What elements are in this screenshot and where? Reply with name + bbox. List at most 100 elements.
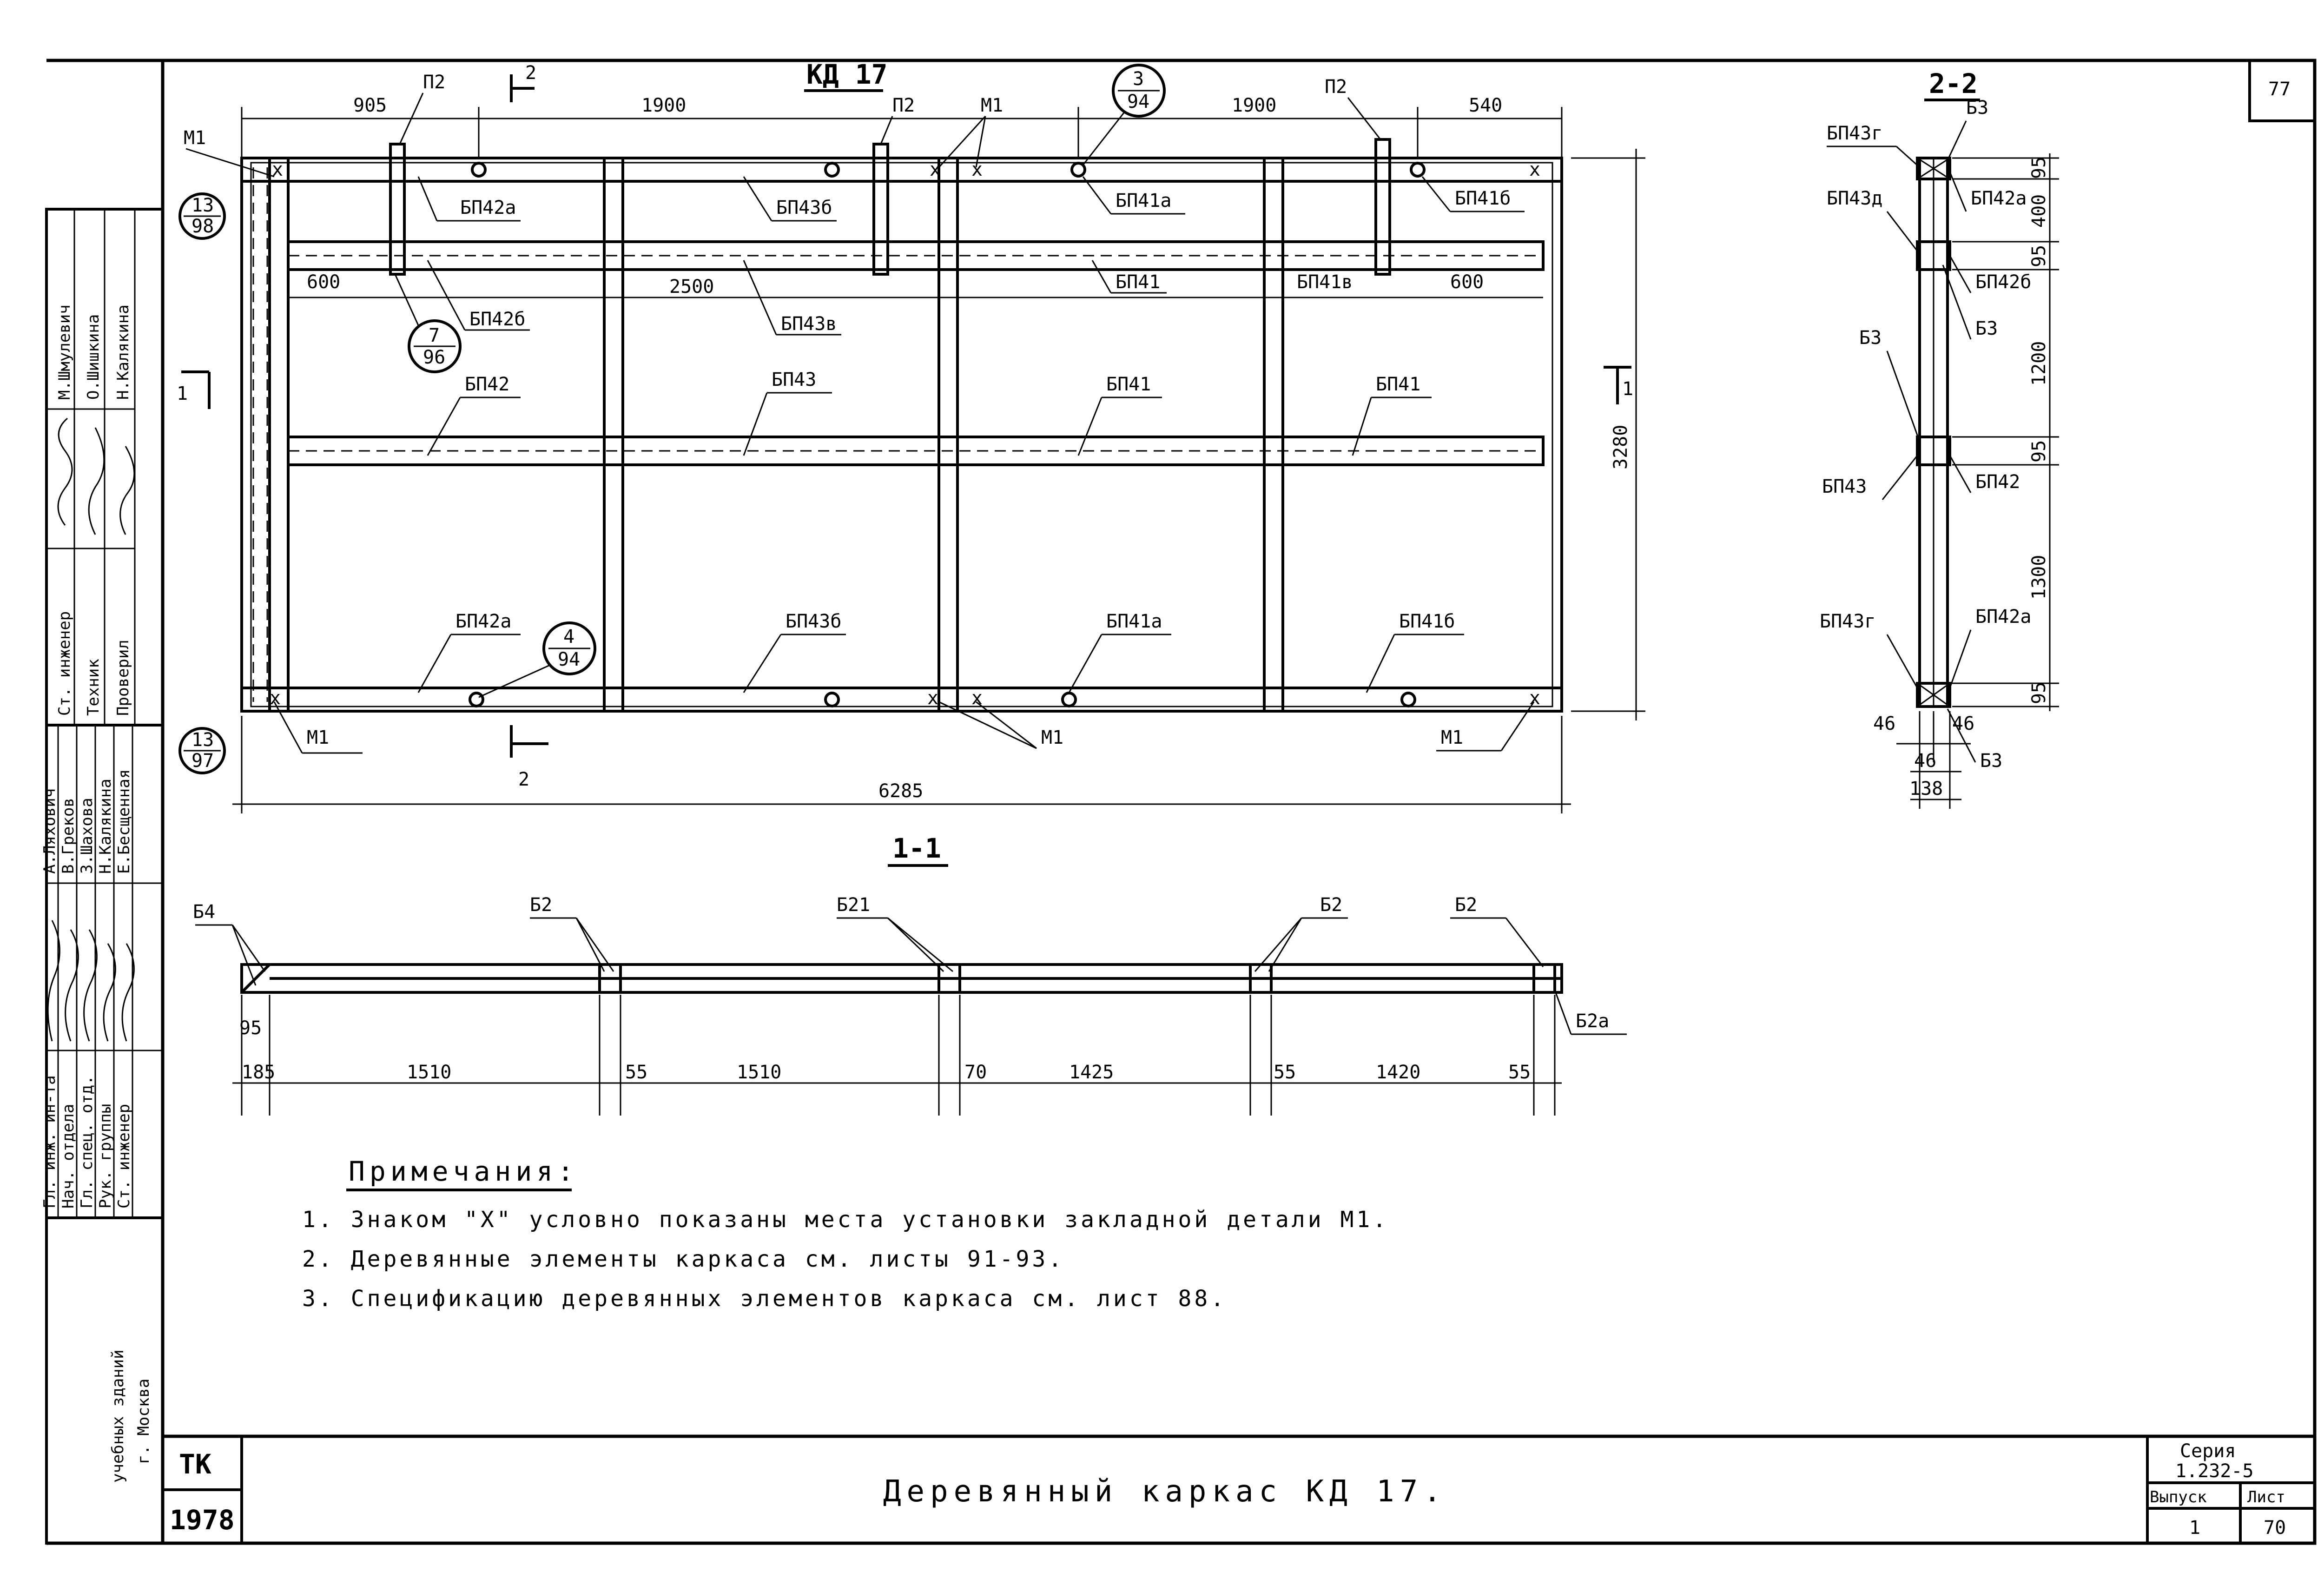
s22-bp43g-bottom: БП43г bbox=[1820, 611, 1875, 632]
note-1: 1. Знаком "Х" условно показаны места уст… bbox=[302, 1207, 1389, 1233]
s22-bp43d: БП43д bbox=[1827, 188, 1882, 209]
callout-4-94: 4 94 bbox=[478, 621, 596, 698]
callout-7-96: 7 96 bbox=[394, 274, 462, 373]
label-p2-2: П2 bbox=[892, 95, 915, 116]
signer-b-name-2: В.Греков bbox=[59, 798, 78, 874]
label-b4: Б4 bbox=[193, 901, 215, 923]
svg-text:98: 98 bbox=[191, 216, 214, 237]
label-bp43: БП43 bbox=[772, 369, 816, 390]
org-name-1: учебных зданий bbox=[109, 1349, 127, 1483]
label-bp41v: БП41в bbox=[1297, 271, 1353, 293]
svg-text:94: 94 bbox=[558, 649, 580, 670]
svg-text:x: x bbox=[927, 687, 938, 709]
note-3: 3. Спецификацию деревянных элементов кар… bbox=[302, 1286, 1227, 1312]
sec11-dim-3: 55 bbox=[625, 1062, 647, 1083]
svg-text:97: 97 bbox=[191, 750, 214, 772]
s22-b3-top: Б3 bbox=[1966, 97, 1988, 119]
label-bp42: БП42 bbox=[465, 374, 509, 395]
s22-vdim-2: 400 bbox=[2028, 194, 2050, 228]
overall-height: 3280 bbox=[1610, 425, 1631, 469]
s22-b3-bottom: Б3 bbox=[1980, 750, 2002, 772]
sec11-dim-6: 1425 bbox=[1069, 1062, 1114, 1083]
section-2-top: 2 bbox=[525, 62, 536, 84]
org-code: ТК bbox=[179, 1448, 211, 1480]
label-p2-3: П2 bbox=[1325, 76, 1347, 98]
label-bp42b: БП42б bbox=[469, 309, 525, 330]
s22-bdim-1: 46 bbox=[1873, 713, 1895, 734]
label-bp41a-bottom: БП41а bbox=[1106, 611, 1162, 632]
s22-bp42a-top: БП42а bbox=[1971, 188, 2027, 209]
top-dim-1: 905 bbox=[353, 95, 387, 116]
section-2-bottom: 2 bbox=[518, 769, 529, 790]
sheet-value: 70 bbox=[2264, 1517, 2286, 1539]
label-b2-1: Б2 bbox=[530, 894, 552, 916]
label-b2-2: Б2 bbox=[1320, 894, 1342, 916]
svg-text:13: 13 bbox=[191, 729, 214, 751]
callout-13-98: 13 98 bbox=[178, 192, 226, 240]
main-view: КД 17 x x x x bbox=[177, 59, 1645, 813]
svg-text:x: x bbox=[270, 687, 281, 709]
sec11-dim-9: 55 bbox=[1508, 1062, 1531, 1083]
s22-bdim-3: 46 bbox=[1914, 750, 1936, 772]
notes: Примечания: 1. Знаком "Х" условно показа… bbox=[302, 1156, 1389, 1312]
svg-text:13: 13 bbox=[191, 195, 214, 216]
label-m1-top: М1 bbox=[981, 95, 1003, 116]
s22-vdim-7: 95 bbox=[2028, 682, 2050, 704]
sec11-dim-4: 1510 bbox=[737, 1062, 781, 1083]
signer-name-2: О.Шишкина bbox=[84, 314, 103, 400]
top-dim-3: 1900 bbox=[1232, 95, 1276, 116]
signer-name-3: Н.Калякина bbox=[114, 304, 132, 400]
label-bp42a-top: БП42а bbox=[460, 197, 516, 218]
label-m1-bc: М1 bbox=[1041, 727, 1063, 748]
signer-b-name-5: Е.Бесщенная bbox=[115, 769, 133, 874]
signer-b-role-3: Гл. спец. отд. bbox=[78, 1075, 96, 1209]
sec11-dim-8: 1420 bbox=[1376, 1062, 1420, 1083]
svg-text:4: 4 bbox=[563, 626, 574, 647]
title-block: ТК 1978 Деревянный каркас КД 17. Серия 1… bbox=[163, 1434, 2315, 1543]
top-dim-4: 540 bbox=[1469, 95, 1502, 116]
callout-3-94: 3 94 bbox=[1082, 64, 1166, 165]
svg-text:x: x bbox=[1529, 159, 1540, 180]
label-bp43b-top: БП43б bbox=[776, 197, 832, 218]
label-m1-br: М1 bbox=[1441, 727, 1463, 748]
section-2-2-label: 2-2 bbox=[1929, 68, 1978, 99]
svg-text:x: x bbox=[930, 159, 941, 180]
label-bp43v: БП43в bbox=[781, 313, 837, 335]
section-2-2: 2-2 БП43г Б3 БП42а БП43д БП42б Б3 Б3 БП4… bbox=[1820, 68, 2059, 809]
left-stamp: Ст. инженер М.Шмулевич Техник О.Шишкина … bbox=[40, 208, 164, 1545]
label-p2-1: П2 bbox=[423, 72, 445, 93]
label-bp41-2: БП41 bbox=[1106, 374, 1151, 395]
inner-dim-1: 600 bbox=[307, 271, 340, 293]
label-b21: Б21 bbox=[837, 894, 870, 916]
s22-vdim-1: 95 bbox=[2028, 157, 2050, 179]
s22-b3-mid2: Б3 bbox=[1859, 327, 1882, 349]
main-view-label: КД 17 bbox=[806, 59, 888, 90]
signer-b-name-4: Н.Калякина bbox=[96, 779, 115, 874]
s22-vdim-5: 95 bbox=[2028, 440, 2050, 462]
signer-name-1: М.Шмулевич bbox=[55, 304, 74, 400]
label-bp42a-bottom: БП42а bbox=[456, 611, 511, 632]
signer-b-name-1: А.Ляхович bbox=[40, 788, 59, 874]
svg-text:3: 3 bbox=[1133, 68, 1144, 90]
inner-dim-2: 2500 bbox=[669, 276, 714, 297]
label-b2-3: Б2 bbox=[1455, 894, 1477, 916]
label-bp41-3: БП41 bbox=[1376, 374, 1420, 395]
s22-bp42a-bottom: БП42а bbox=[1975, 606, 2031, 628]
label-m1-bl: М1 bbox=[307, 727, 329, 748]
section-1-1: 1-1 Б4 Б2 Б21 Б2 Б2 Б2а 95 185 1510 bbox=[193, 832, 1627, 1116]
signer-role-3: Проверил bbox=[114, 640, 132, 716]
signer-b-role-2: Нач. отдела bbox=[59, 1104, 78, 1209]
s22-b3-mid1: Б3 bbox=[1975, 318, 1998, 339]
sec11-dim-5: 70 bbox=[964, 1062, 987, 1083]
issue-label: Выпуск bbox=[2150, 1488, 2207, 1506]
series-label: Серия bbox=[2180, 1440, 2236, 1462]
top-dim-2: 1900 bbox=[641, 95, 686, 116]
signer-role-2: Техник bbox=[84, 659, 103, 716]
label-bp43b-bottom: БП43б bbox=[786, 611, 841, 632]
sec11-dim-2: 1510 bbox=[407, 1062, 451, 1083]
note-2: 2. Деревянные элементы каркаса см. листы… bbox=[302, 1246, 1064, 1272]
org-name-2: г. Москва bbox=[134, 1379, 153, 1464]
sec11-height: 95 bbox=[239, 1017, 262, 1039]
label-bp41a-top: БП41а bbox=[1116, 190, 1171, 211]
s22-vdim-4: 1200 bbox=[2028, 341, 2050, 386]
